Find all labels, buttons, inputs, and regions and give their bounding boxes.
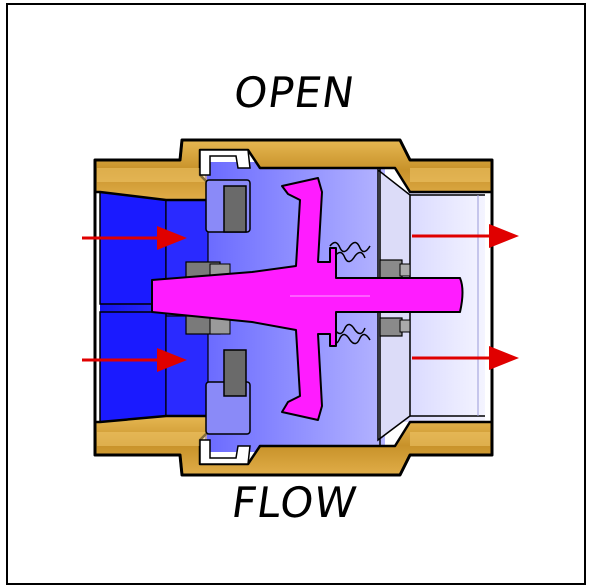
disc-and-stem [151, 177, 464, 421]
stem-nut-top [379, 259, 403, 279]
spring [329, 241, 371, 345]
valve-state-label: OPEN [230, 68, 359, 117]
valve-seat [185, 179, 251, 435]
flow-label: FLOW [228, 478, 361, 527]
seal-ring-bottom [223, 349, 247, 397]
stem-nut-bottom [379, 317, 403, 337]
seal-ring-top [223, 185, 247, 233]
flow-arrows [82, 224, 519, 372]
